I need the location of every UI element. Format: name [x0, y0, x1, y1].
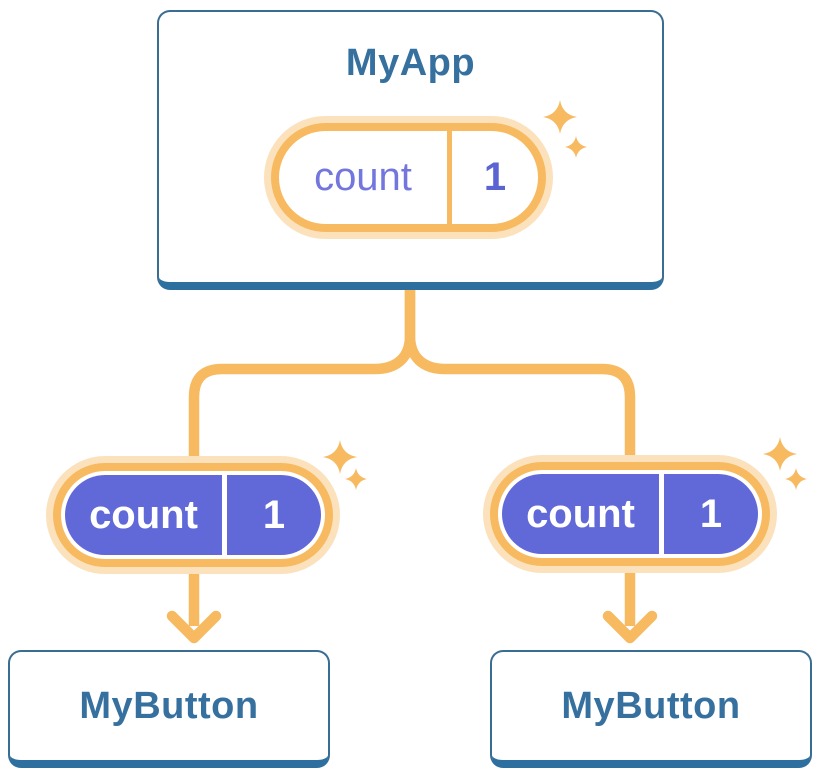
state-pill-body: count 1: [490, 462, 770, 566]
branch-right-line: [404, 282, 636, 626]
sparkle-icon: [763, 437, 807, 490]
state-pill-myapp: count 1: [264, 116, 553, 239]
state-name: count: [314, 155, 412, 199]
component-title: MyApp: [345, 42, 476, 84]
state-value: 1: [699, 491, 723, 536]
arrow-down-icon-right: [602, 610, 658, 644]
pill-divider: [447, 131, 452, 224]
state-pill-fill: count 1: [65, 475, 321, 555]
state-pill-body: count 1: [271, 123, 546, 232]
pill-divider: [659, 474, 664, 554]
state-pill-left-button: count 1: [46, 456, 340, 574]
sparkle-icon: [543, 100, 587, 158]
sparkle-icon: [323, 440, 367, 490]
component-node-mybutton-left: MyButton: [8, 650, 330, 768]
branch-left-line: [188, 282, 416, 626]
pill-divider: [222, 475, 227, 555]
state-pill-fill: count 1: [502, 474, 758, 554]
arrow-down-icon-left: [166, 610, 222, 644]
component-title: MyButton: [561, 685, 741, 727]
state-value: 1: [483, 155, 507, 199]
state-pill-body: count 1: [53, 463, 333, 567]
state-pill-right-button: count 1: [483, 455, 777, 573]
component-node-mybutton-right: MyButton: [490, 650, 812, 768]
state-name: count: [89, 492, 198, 537]
component-title: MyButton: [79, 685, 259, 727]
state-value: 1: [262, 492, 286, 537]
state-name: count: [526, 491, 635, 536]
